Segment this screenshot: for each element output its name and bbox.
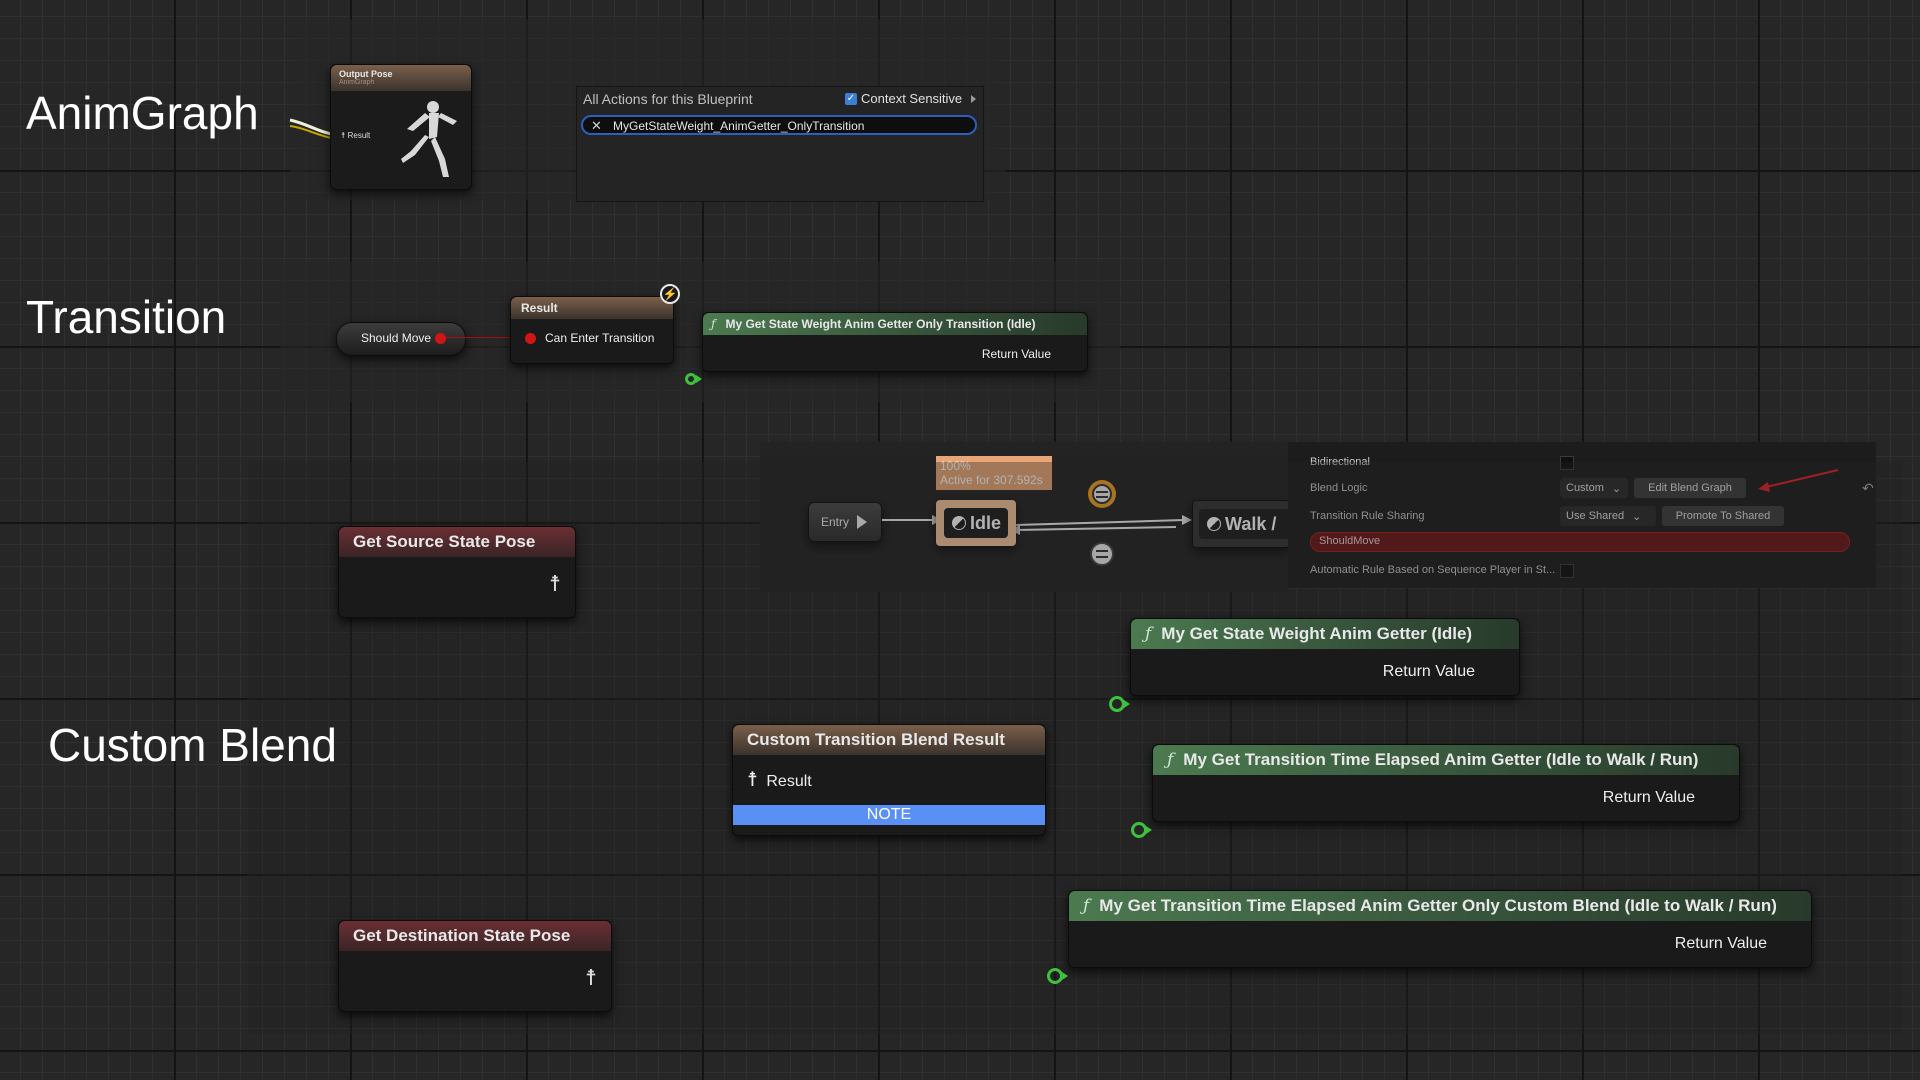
getter-idle-return-label: Return Value	[1382, 663, 1475, 680]
blend-result-node[interactable]: Custom Transition Blend Result ☨ Result …	[732, 724, 1046, 836]
return-value-pin[interactable]	[1047, 967, 1068, 984]
chevron-down-icon: ⌄	[1611, 482, 1622, 495]
result-node-title: Result	[511, 297, 673, 319]
output-pose-subtitle: AnimGraph	[339, 79, 375, 86]
result-node[interactable]: Result Can Enter Transition	[510, 296, 674, 364]
auto-rule-label: Automatic Rule Based on Sequence Player …	[1310, 564, 1556, 576]
function-icon: ƒ	[711, 317, 716, 331]
action-menu[interactable]: All Actions for this Blueprint ✓ Context…	[576, 86, 984, 202]
getter-transition-return-label: Return Value	[981, 347, 1051, 361]
state-icon	[1207, 517, 1221, 531]
bidirectional-checkbox[interactable]	[1560, 456, 1574, 470]
getter-transition-title: My Get State Weight Anim Getter Only Tra…	[725, 317, 1036, 331]
blend-logic-dropdown[interactable]: Custom ⌄	[1560, 478, 1628, 498]
mannequin-icon	[401, 101, 457, 177]
function-icon: ƒ	[1167, 750, 1174, 770]
state-tooltip: 100% Active for 307.592s	[936, 456, 1052, 490]
getter-elapsed-return-label: Return Value	[1602, 789, 1695, 806]
edit-blend-graph-button[interactable]: Edit Blend Graph	[1634, 478, 1746, 498]
transition-rule-icon-active[interactable]	[1088, 480, 1116, 508]
walk-state-node[interactable]: Walk /	[1192, 500, 1290, 548]
output-pose-result-label: Result	[347, 131, 371, 140]
bool-wire	[446, 337, 526, 338]
annotation-arrow	[1758, 469, 1839, 492]
chevron-down-icon: ⌄	[1632, 510, 1642, 523]
getter-idle-title: My Get State Weight Anim Getter (Idle)	[1161, 624, 1473, 643]
action-search-value: MyGetStateWeight_AnimGetter_OnlyTransiti…	[613, 119, 865, 133]
entry-label: Entry	[821, 515, 850, 529]
can-enter-label: Can Enter Transition	[545, 331, 655, 345]
pose-icon[interactable]: ☨	[549, 571, 561, 596]
getter-elapsed-custom-node[interactable]: ƒ My Get Transition Time Elapsed Anim Ge…	[1047, 890, 1812, 984]
getter-elapsed-node[interactable]: ƒ My Get Transition Time Elapsed Anim Ge…	[1131, 744, 1740, 838]
return-value-pin[interactable]	[1109, 695, 1130, 712]
output-pose-title: Output Pose	[339, 69, 393, 79]
note-bar[interactable]: NOTE	[733, 805, 1045, 825]
pose-icon: ☨	[341, 131, 346, 140]
source-pose-node[interactable]: Get Source State Pose ☨	[338, 526, 576, 618]
should-move-label: Should Move	[361, 331, 432, 345]
can-enter-pin[interactable]	[525, 333, 536, 344]
section-label-transition: Transition	[26, 291, 227, 343]
idle-state-label: Idle	[970, 512, 1002, 533]
rule-sharing-value: Use Shared	[1566, 510, 1625, 522]
auto-rule-checkbox[interactable]	[1560, 564, 1574, 578]
shared-rule-field[interactable]: ShouldMove	[1310, 532, 1850, 552]
source-pose-title: Get Source State Pose	[339, 527, 575, 557]
blend-result-title: Custom Transition Blend Result	[733, 725, 1045, 755]
output-pose-node[interactable]: Output Pose AnimGraph ☨ Result	[330, 64, 472, 190]
transition-rule-icon[interactable]	[1090, 542, 1114, 566]
clear-search-icon[interactable]: ✕	[591, 118, 602, 133]
blend-result-pin-label: Result	[766, 773, 812, 790]
getter-elapsed-custom-return-label: Return Value	[1674, 935, 1767, 952]
blend-logic-label: Blend Logic	[1310, 482, 1368, 494]
should-move-output-pin[interactable]	[435, 333, 446, 344]
action-search-input[interactable]: ✕ MyGetStateWeight_AnimGetter_OnlyTransi…	[581, 115, 977, 135]
transition-icon: ⚡	[660, 284, 680, 304]
rule-sharing-label: Transition Rule Sharing	[1310, 510, 1425, 522]
entry-node[interactable]: Entry	[808, 502, 882, 542]
details-panel: Bidirectional Blend Logic Custom ⌄ Edit …	[1288, 442, 1876, 588]
section-label-custom-blend: Custom Blend	[48, 719, 337, 771]
return-value-pin[interactable]	[685, 372, 702, 385]
state-tooltip-percent: 100%	[940, 459, 971, 473]
reset-arrow-icon[interactable]: ↶	[1862, 480, 1874, 496]
promote-to-shared-button[interactable]: Promote To Shared	[1662, 506, 1784, 526]
state-tooltip-active: Active for 307.592s	[940, 473, 1043, 487]
idle-state-node[interactable]: Idle	[936, 500, 1016, 546]
getter-idle-node[interactable]: ƒ My Get State Weight Anim Getter (Idle)…	[1109, 618, 1520, 712]
output-pose-result-pin[interactable]: ☨ Result	[341, 131, 370, 140]
context-sensitive-checkbox[interactable]: ✓	[845, 93, 857, 105]
section-label-animgraph: AnimGraph	[26, 87, 259, 139]
getter-transition-node[interactable]: ƒ My Get State Weight Anim Getter Only T…	[685, 312, 1088, 385]
expand-arrow-icon[interactable]	[971, 95, 976, 103]
walk-state-label: Walk /	[1225, 513, 1277, 534]
entry-exec-pin[interactable]	[857, 515, 867, 529]
blend-result-pin[interactable]: ☨ Result	[747, 767, 812, 792]
function-icon: ƒ	[1145, 624, 1152, 644]
return-value-pin[interactable]	[1131, 821, 1152, 838]
destination-pose-node[interactable]: Get Destination State Pose ☨	[338, 920, 612, 1012]
action-menu-title: All Actions for this Blueprint	[583, 91, 753, 107]
state-icon	[952, 516, 966, 530]
pose-icon[interactable]: ☨	[585, 965, 597, 990]
getter-elapsed-title: My Get Transition Time Elapsed Anim Gett…	[1183, 750, 1699, 769]
pose-icon: ☨	[747, 769, 758, 791]
getter-elapsed-custom-title: My Get Transition Time Elapsed Anim Gett…	[1099, 896, 1777, 915]
bidirectional-label: Bidirectional	[1310, 456, 1370, 468]
should-move-node[interactable]: Should Move	[336, 322, 466, 356]
rule-sharing-dropdown[interactable]: Use Shared ⌄	[1560, 506, 1656, 526]
destination-pose-title: Get Destination State Pose	[339, 921, 611, 951]
function-icon: ƒ	[1083, 896, 1090, 916]
blend-logic-value: Custom	[1566, 482, 1604, 494]
context-sensitive-label: Context Sensitive	[861, 91, 963, 106]
